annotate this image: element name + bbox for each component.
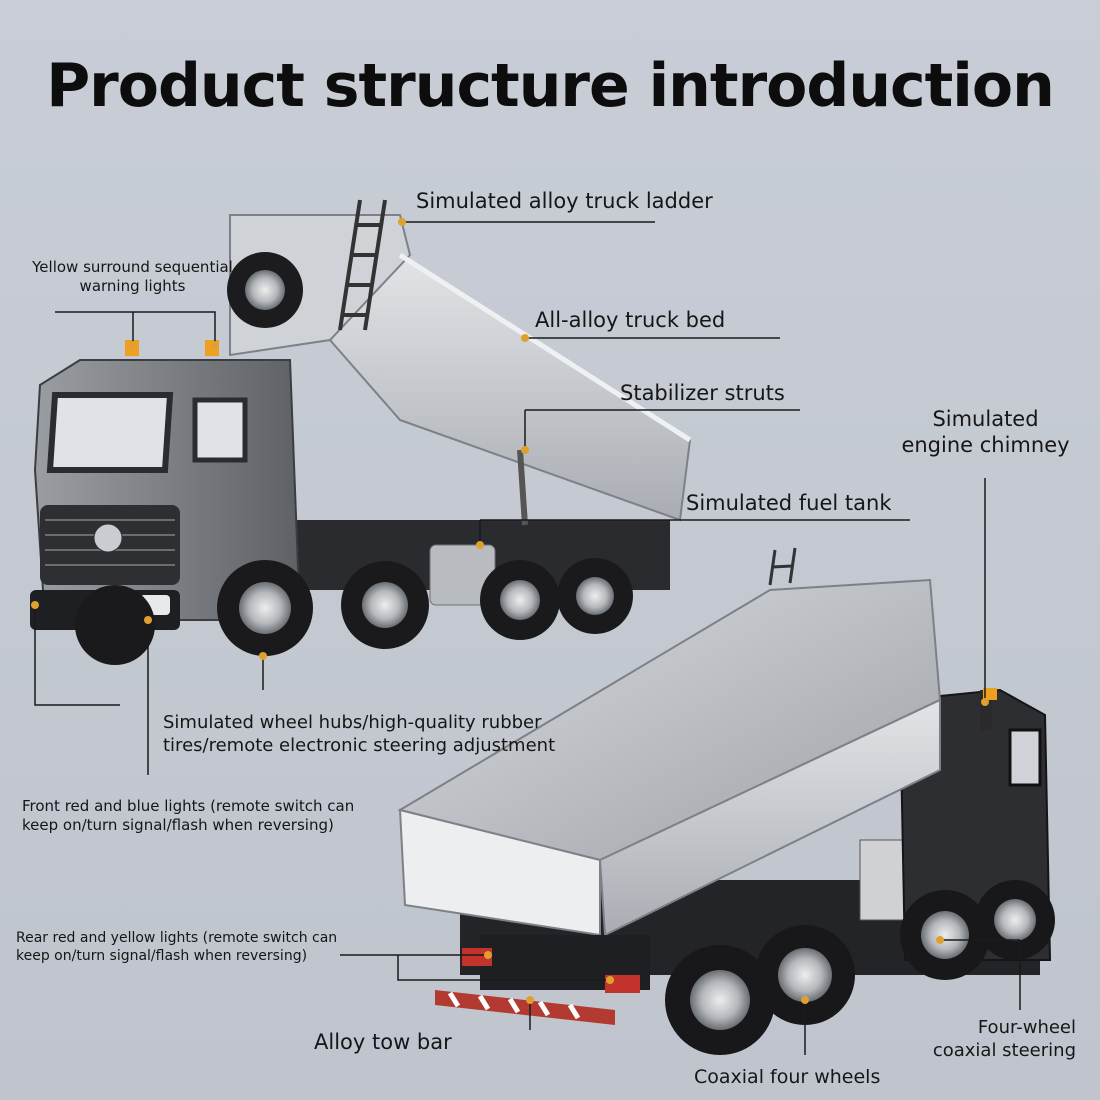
leader-lines: [34, 221, 1021, 1055]
label-rear-lights: Rear red and yellow lights (remote switc…: [16, 930, 338, 964]
page-title: Product structure introduction: [46, 51, 1055, 121]
label-coaxial-wheels: Coaxial four wheels: [694, 1066, 881, 1088]
label-truck-bed: All-alloy truck bed: [535, 308, 726, 332]
strut: [517, 449, 528, 526]
ladder-2: [768, 547, 797, 586]
windshield-1: [46, 392, 174, 473]
label-wheel-hubs: Simulated wheel hubs/high-quality rubber…: [163, 712, 556, 756]
label-ladder: Simulated alloy truck ladder: [416, 189, 713, 213]
truck-front-view: [30, 199, 692, 665]
truck-rear-view: [397, 547, 1055, 1055]
ladder-shape: [338, 199, 387, 331]
label-struts: Stabilizer struts: [620, 381, 785, 405]
warning-light-3: [983, 688, 997, 700]
label-fuel-tank: Simulated fuel tank: [686, 491, 892, 515]
tow-bar-shape: [435, 990, 615, 1025]
label-steering: Four-wheel coaxial steering: [932, 1017, 1076, 1061]
side-window-1: [192, 397, 248, 463]
label-warning-lights: Yellow surround sequential warning light…: [32, 258, 233, 295]
bed-1-rail: [398, 252, 692, 443]
side-window-2: [1008, 728, 1042, 787]
label-front-lights: Front red and blue lights (remote switch…: [22, 797, 355, 834]
wheels-1: [75, 558, 633, 665]
label-tow-bar: Alloy tow bar: [314, 1030, 452, 1054]
rear-light-1: [462, 948, 492, 966]
bed-2-side: [598, 698, 941, 937]
front-emblem: [93, 523, 123, 553]
label-chimney: Simulated engine chimney: [901, 407, 1070, 458]
